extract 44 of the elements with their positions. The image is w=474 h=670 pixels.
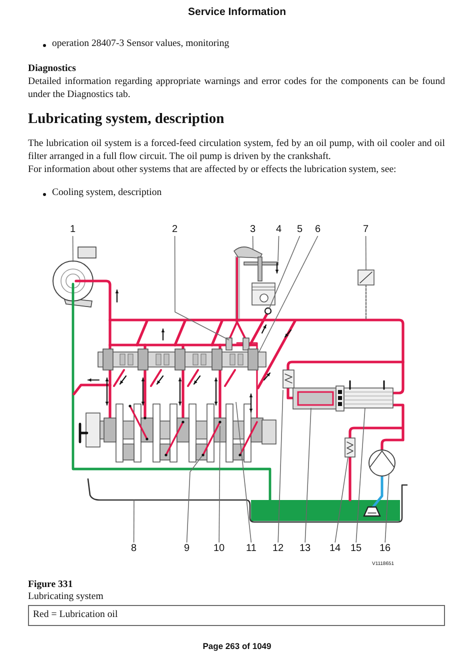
paragraph: The lubrication oil system is a forced-feed circulation system, fed by an oil pump, with oil cooler and oil filter arranged in a full flow circuit. The oil pump is driven by the crankshaft. xyxy=(28,138,445,164)
leader-line xyxy=(278,390,284,543)
paragraph: For information about other systems that are affected by or effects the lubrication system, see: xyxy=(28,164,396,177)
section-title: Lubricating system, description xyxy=(28,110,224,129)
callout-number: 10 xyxy=(214,543,225,554)
leader-line xyxy=(133,500,134,543)
section-heading: Diagnostics xyxy=(28,63,76,76)
list-item: operation 28407-3 Sensor values, monitoring xyxy=(52,38,230,51)
leader-line xyxy=(174,236,230,340)
page-header: Service Information xyxy=(186,6,288,20)
callout-number: 7 xyxy=(363,224,369,236)
leader-line xyxy=(304,408,312,543)
leader-line xyxy=(268,236,300,310)
legend-note: Red = Lubrication oil xyxy=(28,605,445,626)
leader-line xyxy=(384,472,390,543)
callout-number: 8 xyxy=(131,543,137,554)
callout-number: 5 xyxy=(297,224,303,236)
callout-number: 14 xyxy=(330,543,341,554)
leader-line xyxy=(278,236,280,262)
paragraph: Detailed information regarding appropriate warnings and error codes for the components can be found under the Diagnostics tab. xyxy=(28,76,445,102)
callout-number: 9 xyxy=(184,543,190,554)
list-item: Cooling system, description xyxy=(52,187,162,200)
callout-number: 12 xyxy=(272,543,284,554)
leader-line xyxy=(365,236,366,270)
leader-line xyxy=(72,236,74,262)
callout-number: 11 xyxy=(246,543,256,554)
callout-number: 4 xyxy=(276,224,282,236)
leader-line xyxy=(252,236,254,250)
callout-number: 6 xyxy=(315,224,321,236)
leader-line xyxy=(186,456,202,543)
leader-line xyxy=(236,402,252,543)
callout-number: 13 xyxy=(300,543,311,554)
leader-line xyxy=(334,456,348,543)
callout-number: 1 xyxy=(70,224,76,236)
leader-line xyxy=(218,426,220,543)
figure-number: Figure 331 xyxy=(28,579,73,592)
figure-caption: Lubricating system xyxy=(28,591,104,604)
callout-number: 16 xyxy=(380,543,391,554)
callout-number: 3 xyxy=(250,224,256,236)
page-number: Page 263 of 1049 xyxy=(202,641,272,652)
leader-line xyxy=(356,408,366,543)
callout-number: 15 xyxy=(350,543,362,554)
callout-number: 2 xyxy=(172,224,178,236)
leader-line xyxy=(258,236,318,352)
